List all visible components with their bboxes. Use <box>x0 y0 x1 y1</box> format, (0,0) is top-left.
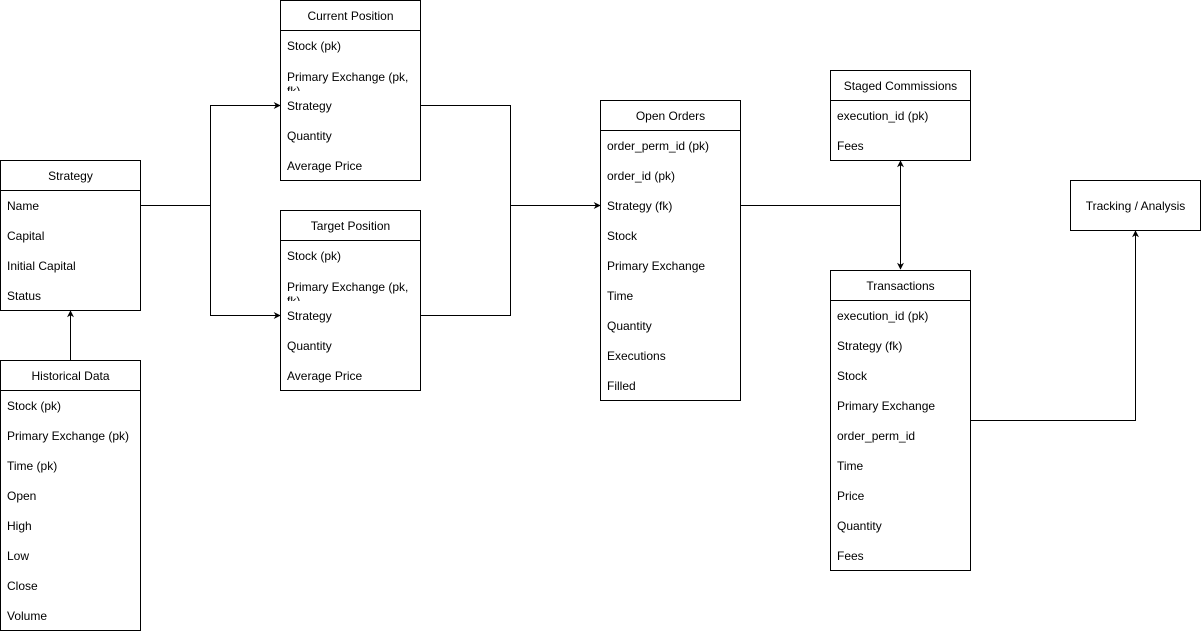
field-current-average-price: Average Price <box>287 159 363 173</box>
connector-current-position-to-open-orders <box>421 105 601 209</box>
field-historical-close: Close <box>7 579 38 593</box>
field-orders-order-id: order_id (pk) <box>607 169 676 183</box>
field-orders-stock: Stock <box>607 229 638 243</box>
field-target-average-price: Average Price <box>287 369 363 383</box>
connector-strategy-to-target-position <box>210 205 281 319</box>
field-transactions-time: Time <box>837 459 864 473</box>
field-current-strategy: Strategy <box>287 99 332 113</box>
tracking-analysis-box[interactable]: Tracking / Analysis <box>1070 180 1201 231</box>
field-staged-execution-id: execution_id (pk) <box>837 109 929 123</box>
field-orders-strategy: Strategy (fk) <box>607 199 673 213</box>
field-strategy-capital: Capital <box>7 229 45 243</box>
field-target-quantity: Quantity <box>287 339 332 353</box>
field-target-strategy: Strategy <box>287 309 332 323</box>
entity-historical-data-title: Historical Data <box>1 361 140 391</box>
field-strategy-initial-capital: Initial Capital <box>7 259 76 273</box>
connector-transactions-to-tracking <box>971 230 1139 421</box>
field-target-stock: Stock (pk) <box>287 249 342 263</box>
field-historical-time: Time (pk) <box>7 459 58 473</box>
field-target-primary-exchange: Primary Exchange (pk, fk) <box>287 280 409 301</box>
field-orders-executions: Executions <box>607 349 666 363</box>
entity-target-position-title: Target Position <box>281 211 420 241</box>
field-transactions-execution-id: execution_id (pk) <box>837 309 929 323</box>
connector-target-position-to-open-orders <box>421 205 511 316</box>
field-historical-volume: Volume <box>7 609 48 623</box>
field-orders-quantity: Quantity <box>607 319 652 333</box>
entity-strategy[interactable]: Strategy Name Capital Initial Capital St… <box>0 160 141 311</box>
field-transactions-strategy: Strategy (fk) <box>837 339 903 353</box>
entity-transactions-title: Transactions <box>831 271 970 301</box>
field-historical-high: High <box>7 519 32 533</box>
tracking-analysis-label: Tracking / Analysis <box>1085 198 1186 213</box>
entity-staged-commissions-title: Staged Commissions <box>831 71 970 101</box>
field-staged-fees: Fees <box>837 139 864 153</box>
entity-current-position[interactable]: Current Position Stock (pk) Primary Exch… <box>280 0 421 181</box>
entity-staged-commissions[interactable]: Staged Commissions execution_id (pk) Fee… <box>830 70 971 161</box>
field-transactions-price: Price <box>837 489 865 503</box>
entity-open-orders-title: Open Orders <box>601 101 740 131</box>
field-transactions-order-perm-id: order_perm_id <box>837 429 916 443</box>
entity-historical-data[interactable]: Historical Data Stock (pk) Primary Excha… <box>0 360 141 631</box>
field-orders-primary-exchange: Primary Exchange <box>607 259 706 273</box>
field-transactions-quantity: Quantity <box>837 519 882 533</box>
field-current-primary-exchange: Primary Exchange (pk, fk) <box>287 70 409 91</box>
field-historical-stock: Stock (pk) <box>7 399 62 413</box>
field-strategy-name: Name <box>7 199 40 213</box>
entity-transactions[interactable]: Transactions execution_id (pk) Strategy … <box>830 270 971 571</box>
field-current-stock: Stock (pk) <box>287 39 342 53</box>
field-current-quantity: Quantity <box>287 129 332 143</box>
entity-open-orders[interactable]: Open Orders order_perm_id (pk) order_id … <box>600 100 741 401</box>
connector-strategy-to-current-position <box>141 102 281 206</box>
field-transactions-primary-exchange: Primary Exchange <box>837 399 936 413</box>
field-orders-order-perm-id: order_perm_id (pk) <box>607 139 710 153</box>
entity-strategy-title: Strategy <box>1 161 140 191</box>
entity-current-position-title: Current Position <box>281 1 420 31</box>
field-transactions-fees: Fees <box>837 549 864 563</box>
field-transactions-stock: Stock <box>837 369 868 383</box>
entity-target-position[interactable]: Target Position Stock (pk) Primary Excha… <box>280 210 421 391</box>
field-historical-open: Open <box>7 489 37 503</box>
field-strategy-status: Status <box>7 289 42 303</box>
field-orders-time: Time <box>607 289 634 303</box>
field-historical-low: Low <box>7 549 30 563</box>
field-orders-filled: Filled <box>607 379 636 393</box>
field-historical-primary-exchange: Primary Exchange (pk) <box>7 429 130 443</box>
